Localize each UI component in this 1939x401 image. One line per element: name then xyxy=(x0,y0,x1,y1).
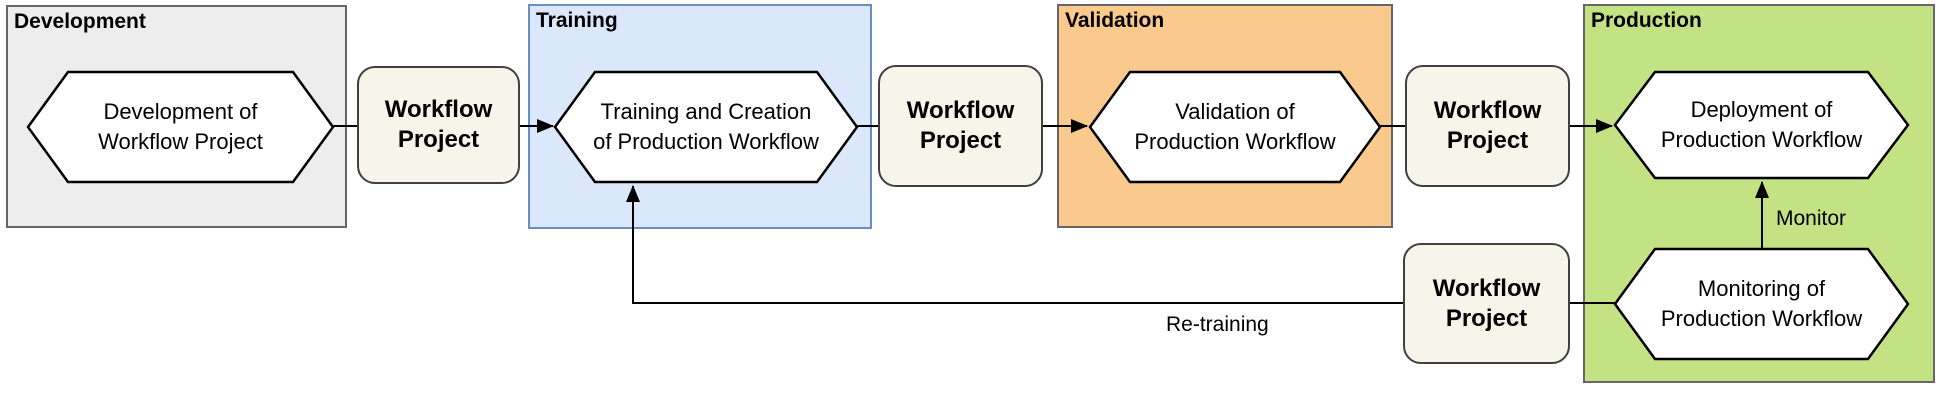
arrow-retraining xyxy=(626,185,1405,304)
hexagon-label-line: Deployment of xyxy=(1690,97,1833,122)
hexagon-shape xyxy=(553,70,859,184)
stage-title-validation: Validation xyxy=(1065,9,1165,32)
workflow-project-label-line: Project xyxy=(1445,304,1528,332)
workflow-project-label-line: Project xyxy=(397,126,480,153)
hexagon-monitoring: Monitoring of Production Workflow xyxy=(1613,247,1910,361)
edge-label-retraining: Re-training xyxy=(1166,313,1269,336)
edge-label-monitor: Monitor xyxy=(1776,207,1847,230)
stage-title-training: Training xyxy=(536,9,618,32)
workflow-project-box-1: Workflow Project xyxy=(357,66,520,184)
workflow-project-box-4: Workflow Project xyxy=(1403,243,1570,364)
stage-title-production: Production xyxy=(1591,9,1702,32)
hexagon-label-line: Production Workflow xyxy=(1660,127,1863,152)
hexagon-label-line: Workflow Project xyxy=(98,129,263,154)
hexagon-shape xyxy=(1613,70,1910,180)
hexagon-label: Validation of Production Workflow xyxy=(1134,97,1335,157)
hexagon-label: Development of Workflow Project xyxy=(98,97,263,157)
workflow-project-box-2: Workflow Project xyxy=(878,65,1043,187)
workflow-project-label-line: Workflow xyxy=(1433,97,1542,124)
workflow-project-box-3: Workflow Project xyxy=(1405,65,1570,187)
workflow-project-label-line: Project xyxy=(919,127,1002,154)
hexagon-shape xyxy=(1613,247,1910,361)
hexagon-label-line: Training and Creation xyxy=(600,99,812,124)
hexagon-shape xyxy=(26,70,335,184)
hexagon-label-line: Monitoring of xyxy=(1697,276,1826,301)
hexagon-label-line: Development of xyxy=(103,99,258,124)
hexagon-label: Deployment of Production Workflow xyxy=(1661,95,1862,155)
hexagon-label: Training and Creation of Production Work… xyxy=(593,97,819,157)
workflow-project-label-line: Workflow xyxy=(906,97,1015,124)
workflow-project-label-line: Workflow xyxy=(384,96,493,123)
hexagon-label-line: Production Workflow xyxy=(1134,129,1336,154)
workflow-project-label-line: Project xyxy=(1446,127,1529,154)
workflow-project-label-line: Workflow xyxy=(1432,274,1541,302)
hexagon-label: Monitoring of Production Workflow xyxy=(1661,274,1862,334)
hexagon-label-line: Production Workflow xyxy=(1660,306,1863,331)
hexagon-training: Training and Creation of Production Work… xyxy=(553,70,859,184)
stage-title-development: Development xyxy=(14,10,146,33)
hexagon-shape xyxy=(1088,70,1382,184)
hexagon-label-line: Validation of xyxy=(1175,99,1295,124)
hexagon-validation: Validation of Production Workflow xyxy=(1088,70,1382,184)
hexagon-label-line: of Production Workflow xyxy=(593,129,819,154)
hexagon-deployment: Deployment of Production Workflow xyxy=(1613,70,1910,180)
hexagon-development: Development of Workflow Project xyxy=(26,70,335,184)
